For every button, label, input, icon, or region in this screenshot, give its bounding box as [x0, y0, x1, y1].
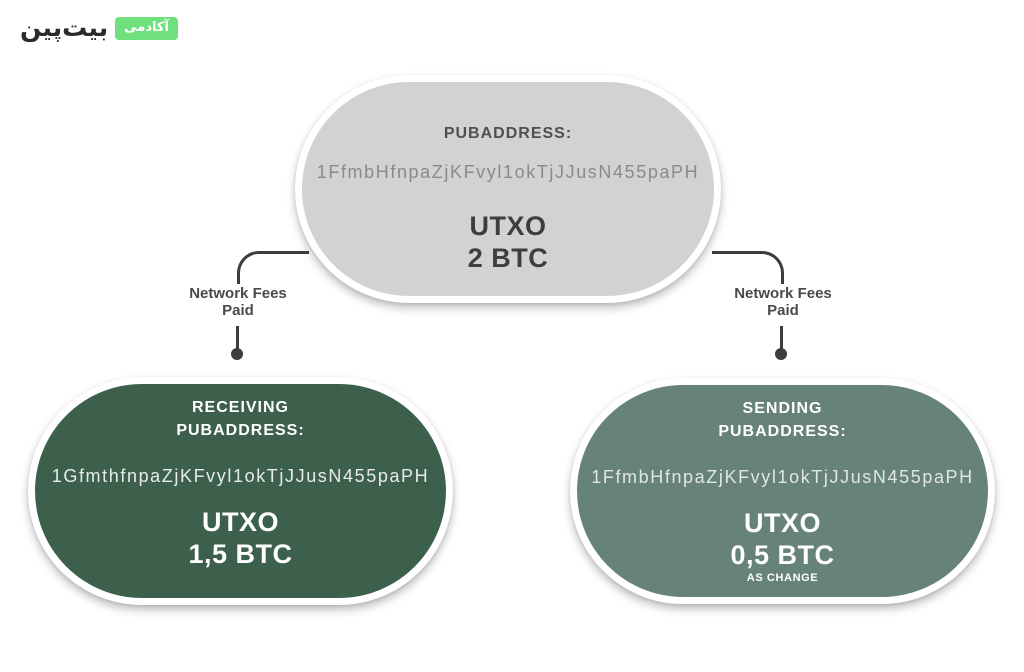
left-connector-dot	[231, 348, 243, 360]
sending-pubaddress-value: 1FfmbHfnpaZjKFvyl1okTjJJusN455paPH	[591, 467, 974, 487]
receiving-pubaddress-value: 1GfmthfnpaZjKFvyl1okTjJJusN455paPH	[51, 466, 430, 486]
receiving-heading-line2: PUBADDRESS:	[176, 422, 305, 439]
receiving-utxo-node: RECEIVING PUBADDRESS: 1GfmthfnpaZjKFvyl1…	[28, 377, 453, 605]
sending-heading-line2: PUBADDRESS:	[718, 423, 847, 440]
receiving-heading-line1: RECEIVING	[191, 399, 289, 416]
network-fees-right-line2: Paid	[767, 302, 799, 319]
source-utxo-amount: 2 BTC	[467, 243, 549, 273]
academy-badge: آکادمی	[115, 16, 178, 40]
as-change-note: AS CHANGE	[746, 572, 819, 584]
right-connector-dot	[775, 348, 787, 360]
left-connector-elbow	[237, 251, 309, 284]
receiving-utxo-block: UTXO 1,5 BTC	[35, 506, 446, 570]
network-fees-left-line1: Network Fees	[189, 285, 287, 302]
network-fees-label-right: Network Fees Paid	[703, 285, 863, 319]
sending-heading-line1: SENDING	[742, 400, 823, 417]
sending-utxo-amount: 0,5 BTC	[730, 540, 835, 570]
right-connector-elbow	[712, 251, 784, 284]
network-fees-label-left: Network Fees Paid	[158, 285, 318, 319]
network-fees-right-line1: Network Fees	[734, 285, 832, 302]
right-connector-stem	[780, 326, 783, 351]
left-connector-stem	[236, 326, 239, 351]
receiving-utxo-label: UTXO	[201, 507, 279, 537]
bitpin-brand-text: بیت‌پین	[20, 13, 109, 42]
source-utxo-node: PUBADDRESS: 1FfmbHfnpaZjKFvyl1okTjJJusN4…	[295, 75, 721, 303]
sending-utxo-block: UTXO 0,5 BTC AS CHANGE	[577, 507, 988, 585]
source-utxo-block: UTXO 2 BTC	[302, 210, 714, 274]
source-pubaddress-value: 1FfmbHfnpaZjKFvyl1okTjJJusN455paPH	[316, 162, 700, 182]
sending-utxo-node: SENDING PUBADDRESS: 1FfmbHfnpaZjKFvyl1ok…	[570, 378, 995, 604]
sending-utxo-label: UTXO	[743, 508, 821, 538]
bitpin-logo: بیت‌پین آکادمی	[20, 12, 178, 44]
source-utxo-label: UTXO	[469, 211, 547, 241]
sending-pubaddress-heading: SENDING PUBADDRESS:	[577, 397, 988, 443]
receiving-pubaddress-heading: RECEIVING PUBADDRESS:	[35, 396, 446, 442]
source-pubaddress-heading: PUBADDRESS:	[443, 125, 573, 142]
receiving-utxo-amount: 1,5 BTC	[188, 539, 293, 569]
network-fees-left-line2: Paid	[222, 302, 254, 319]
